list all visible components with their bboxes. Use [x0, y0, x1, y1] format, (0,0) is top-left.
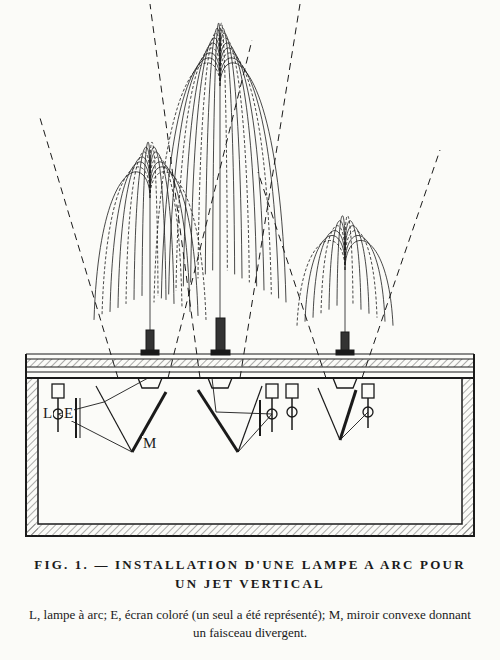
part-letter: E	[63, 406, 74, 421]
figure-title: FIG. 1. — INSTALLATION D'UNE LAMPE A ARC…	[30, 556, 470, 594]
water-spray	[150, 157, 182, 308]
part-letter: L	[42, 406, 53, 421]
water-spray	[142, 142, 150, 296]
water-spray	[220, 53, 271, 294]
water-spray	[220, 38, 249, 282]
water-spray	[150, 172, 206, 320]
water-spray	[313, 231, 345, 318]
water-spray	[118, 157, 150, 308]
water-spray	[345, 245, 346, 332]
water-spray	[297, 240, 345, 325]
water-spray	[176, 48, 220, 290]
water-spray	[220, 48, 264, 290]
water-spray	[110, 162, 150, 312]
water-spray	[102, 167, 150, 316]
water-spray	[191, 38, 220, 282]
water-spray	[220, 58, 279, 299]
water-spray	[345, 240, 393, 325]
water-spray	[220, 63, 286, 303]
water-spray	[94, 172, 150, 320]
water-spray	[305, 236, 345, 322]
water-spray	[220, 46, 221, 318]
water-spray	[154, 63, 220, 303]
water-spray	[150, 142, 158, 296]
water-spray	[126, 152, 150, 304]
water-spray	[169, 53, 220, 294]
figure-caption: L, lampe à arc; E, écran coloré (un seul…	[26, 606, 474, 641]
part-letter: M	[142, 436, 157, 451]
water-spray	[345, 236, 385, 322]
water-spray	[150, 168, 151, 330]
water-spray	[183, 43, 220, 286]
water-spray	[161, 58, 220, 299]
water-spray	[345, 231, 377, 318]
